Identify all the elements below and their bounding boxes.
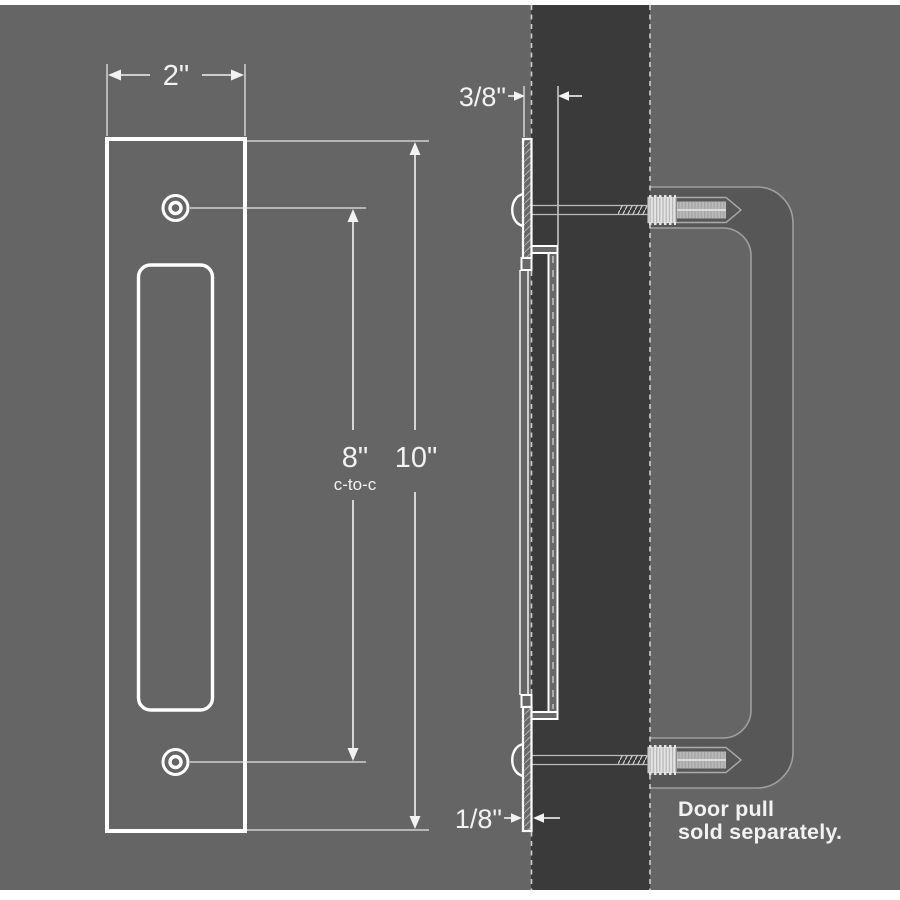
arrow-down — [347, 748, 359, 761]
screw-hole-outer-ring — [161, 194, 190, 222]
plate-side-section — [511, 137, 559, 833]
bolt-thread-hatch — [618, 205, 648, 215]
bolt-standoff-ridges — [648, 747, 677, 773]
bottom-border-strip — [0, 890, 900, 900]
plate-bar-lower-hatch — [523, 707, 532, 831]
hole-spacing-note: c-to-c — [334, 475, 377, 494]
screw-hole-top — [161, 194, 190, 222]
note-line-1: Door pull — [678, 797, 774, 821]
arrow-right — [231, 69, 244, 81]
top-border-strip — [0, 0, 900, 5]
mounting-bolt-top — [531, 195, 743, 225]
arrow-left — [558, 91, 569, 101]
plate-bar-upper-hatch — [523, 139, 532, 258]
screw-hole-outer-ring — [161, 748, 190, 776]
screw-hole-bottom — [161, 748, 190, 776]
note: Door pull sold separately. — [678, 797, 842, 844]
recess-outline — [136, 263, 215, 712]
recess-depth-label: 3/8" — [459, 82, 506, 112]
screw-head-bump-bottom — [511, 742, 524, 778]
note-line-2: sold separately. — [678, 820, 842, 844]
dimension-plate-thickness: 1/8" — [455, 804, 560, 834]
screw-hole-inner-ring — [168, 754, 183, 770]
bolt-standoff-ridges — [648, 197, 677, 223]
dimension-plate-width: 2" — [106, 60, 246, 136]
plate-outline — [105, 137, 247, 833]
bolt-hole-envelope — [647, 746, 743, 774]
screw-hole-inner-ring — [168, 200, 183, 216]
arrow-up — [409, 142, 421, 155]
bolt-hole-envelope — [647, 196, 743, 224]
dimension-recess-depth: 3/8" — [459, 82, 582, 112]
door-pull-handle-body — [650, 187, 793, 788]
plate-thickness-label: 1/8" — [455, 804, 502, 834]
plate-height-label: 10" — [395, 442, 438, 474]
screw-head-bump-top — [511, 192, 524, 228]
recess-lip-bottom — [520, 694, 533, 708]
front-view — [105, 137, 247, 833]
arrow-left — [533, 813, 544, 823]
arrow-right — [514, 91, 525, 101]
arrow-up — [347, 209, 359, 222]
mounting-bolt-bottom — [531, 745, 743, 775]
recess-lip-top — [520, 257, 533, 271]
plate-width-label: 2" — [163, 60, 189, 92]
arrow-left — [108, 69, 121, 81]
dimension-hole-spacing: 8" c-to-c — [190, 207, 377, 763]
dimension-plate-height: 10" — [247, 140, 438, 831]
arrow-down — [409, 816, 421, 829]
door-pull-handle-outer-outline — [650, 186, 794, 789]
arrow-right — [511, 813, 522, 823]
hole-spacing-label: 8" — [342, 442, 368, 474]
door-pull-handle-inner-outline — [650, 227, 752, 739]
bolt-thread-hatch — [618, 755, 648, 765]
